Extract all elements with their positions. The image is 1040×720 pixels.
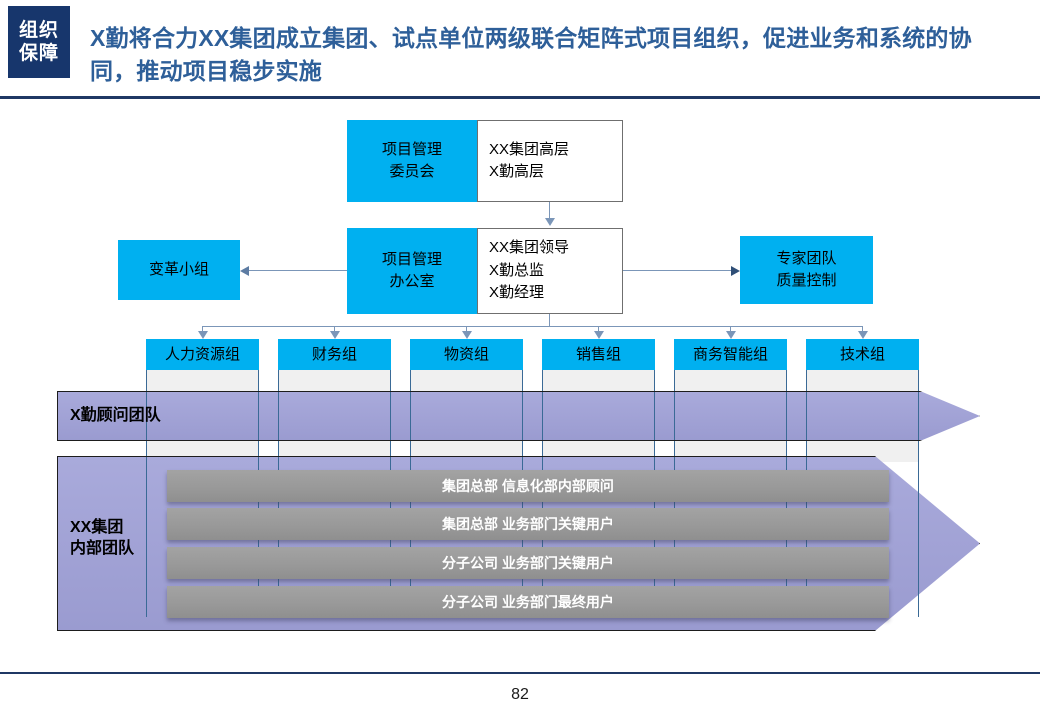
group-drop-5 [862,326,863,334]
footer-divider [0,672,1040,674]
group-drop-arrowhead-2 [462,331,472,339]
committee-members-box: XX集团高层 X勤高层 [477,120,623,202]
section-tag-line2: 保障 [18,43,59,64]
connector-committee-office-arrowhead [545,218,555,226]
group-drop-3 [598,326,599,334]
office-name-box: 项目管理 办公室 [347,228,477,314]
group-box-1: 财务组 [278,339,391,370]
group-column-cross-top-5 [806,392,919,440]
office-members-box: XX集团领导 X勤总监 X勤经理 [477,228,623,314]
group-drop-arrowhead-0 [198,331,208,339]
group-drop-1 [334,326,335,334]
header-divider [0,96,1040,99]
internal-row-0: 集团总部 信息化部内部顾问 [167,470,889,502]
committee-name-box: 项目管理 委员会 [347,120,477,202]
group-column-5 [806,369,919,392]
group-column-2 [410,369,523,392]
group-box-4: 商务智能组 [674,339,787,370]
page-title: X勤将合力XX集团成立集团、试点单位两级联合矩阵式项目组织，促进业务和系统的协同… [90,25,972,84]
connector-office-right [623,270,731,271]
internal-team-label: XX集团 内部团队 [70,519,135,557]
consultant-team-label: X勤顾问团队 [70,407,161,424]
section-tag: 组织 保障 [8,6,70,78]
connector-office-right-arrowhead [731,266,740,276]
internal-row-3: 分子公司 业务部门最终用户 [167,586,889,618]
connector-office-trunk [549,314,550,326]
section-tag-line1: 组织 [18,19,59,41]
group-column-4 [674,369,787,392]
group-drop-2 [466,326,467,334]
group-drop-arrowhead-4 [726,331,736,339]
group-box-2: 物资组 [410,339,523,370]
group-column-cross-top-2 [410,392,523,440]
connector-office-left [245,270,347,271]
group-drop-arrowhead-3 [594,331,604,339]
internal-row-2: 分子公司 业务部门关键用户 [167,547,889,579]
group-column-cross-top-1 [278,392,391,440]
consultant-team-band [57,391,980,441]
change-team-box: 变革小组 [118,240,240,300]
connector-office-left-arrowhead [240,266,249,276]
group-column-cross-top-0 [146,392,259,440]
group-column-cross-top-3 [542,392,655,440]
expert-team-box: 专家团队 质量控制 [740,236,873,304]
group-column-cross-top-4 [674,392,787,440]
group-drop-arrowhead-5 [858,331,868,339]
group-column-0 [146,369,259,392]
group-distribution-bus [202,326,863,327]
group-box-0: 人力资源组 [146,339,259,370]
group-drop-0 [202,326,203,334]
internal-row-1: 集团总部 业务部门关键用户 [167,508,889,540]
group-drop-4 [730,326,731,334]
group-box-5: 技术组 [806,339,919,370]
group-column-1 [278,369,391,392]
group-column-3 [542,369,655,392]
connector-committee-office [549,202,550,221]
group-box-3: 销售组 [542,339,655,370]
group-drop-arrowhead-1 [330,331,340,339]
page-number: 82 [511,686,529,703]
